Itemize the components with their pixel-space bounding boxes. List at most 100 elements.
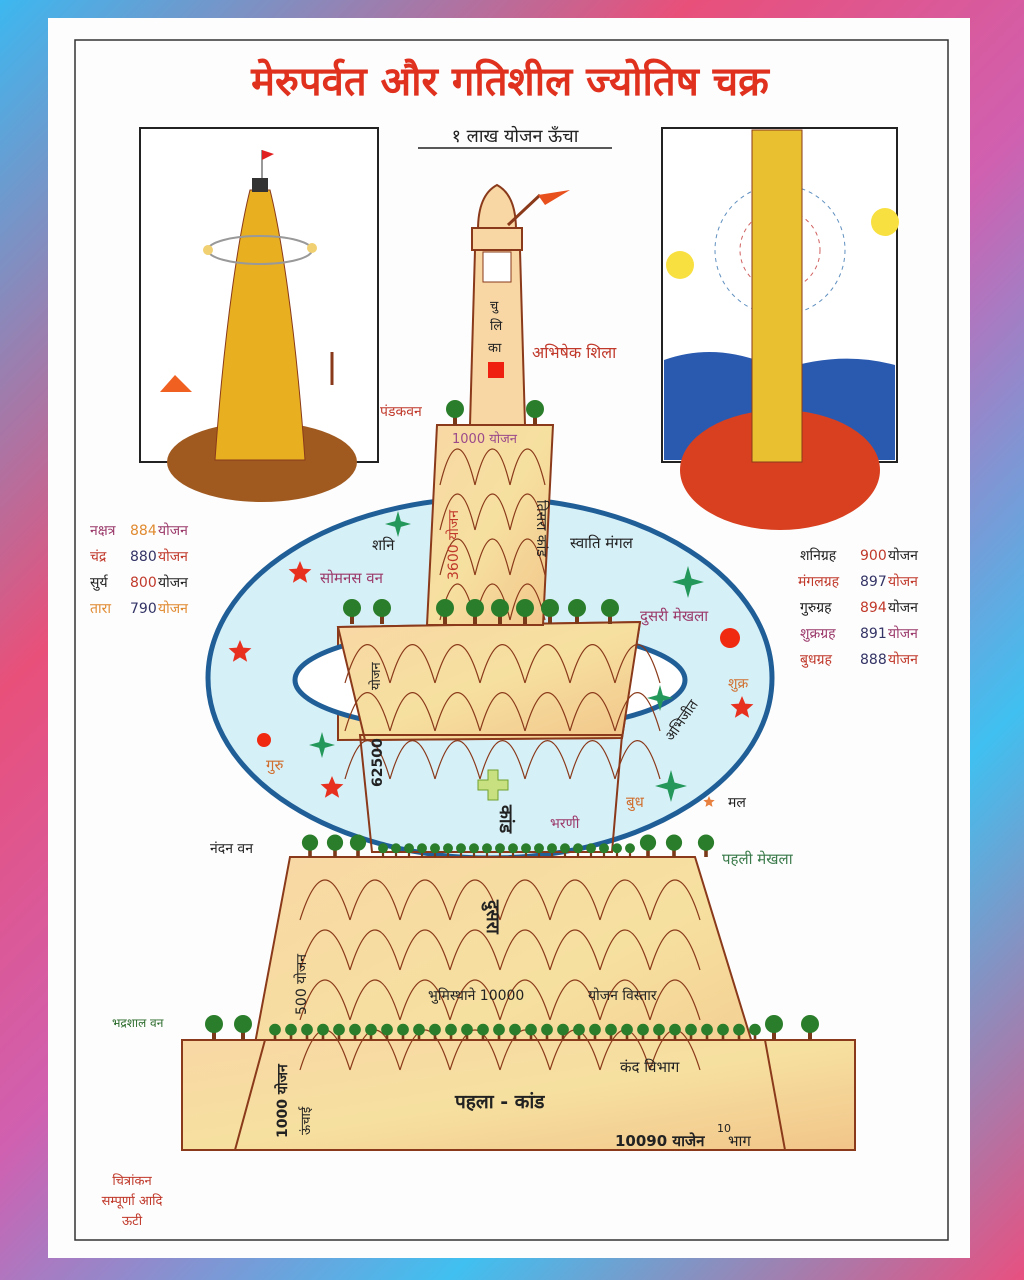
tree-trunk-icon (737, 1033, 741, 1040)
tree-icon (378, 843, 388, 854)
credit-line: सम्पूर्णा आदि (102, 1193, 164, 1209)
label-bharani: भरणी (550, 815, 580, 832)
tree-icon (653, 1023, 665, 1036)
tree-trunk-icon (433, 851, 437, 857)
tree-icon (701, 1023, 713, 1036)
left-list-name: सुर्य (90, 574, 109, 591)
middle-tier-lower-edge (358, 734, 624, 853)
tree-trunk-icon (473, 614, 477, 624)
label-nandan-van: नंदन वन (210, 841, 253, 857)
tree-icon (373, 599, 391, 617)
tree-icon (665, 834, 683, 851)
left-list-value: 800 (130, 575, 157, 591)
label-yojan-mid: योजन (368, 661, 384, 690)
credit-line: ऊटी (122, 1213, 143, 1229)
tree-trunk-icon (641, 1033, 645, 1040)
mountain-peak (344, 692, 391, 732)
tree-icon (560, 843, 570, 854)
tree-icon (508, 843, 518, 854)
left-list-value: 880 (130, 549, 157, 565)
tree-trunk-icon (563, 851, 567, 857)
tree-icon (639, 834, 657, 851)
tree-trunk-icon (704, 848, 708, 857)
tree-icon (586, 843, 596, 854)
label-chulika-3: का (488, 341, 502, 356)
tree-icon (749, 1023, 761, 1036)
star-icon (320, 776, 344, 798)
right-list-unit: योजन (888, 573, 918, 590)
tree-icon (381, 1023, 393, 1036)
tree-icon (625, 843, 635, 854)
tree-trunk-icon (305, 1033, 309, 1040)
tree-icon (573, 1023, 585, 1036)
label-superscript-10: 10 (717, 1122, 731, 1135)
tree-trunk-icon (646, 848, 650, 857)
label-abhishek-shila: अभिषेक शिला (532, 343, 617, 362)
label-yojan-vistar: योजन विस्तार (588, 987, 657, 1004)
sun-icon (257, 733, 271, 747)
tree-icon (525, 1023, 537, 1036)
label-kand-vibhag: कंद विभाग (620, 1058, 680, 1076)
tree-trunk-icon (608, 614, 612, 624)
mountain-peak (499, 929, 551, 971)
right-list-name: शनिग्रह (800, 547, 837, 564)
label-bhadrashal-van: भद्रशाल वन (112, 1016, 164, 1030)
mountain-peak (614, 644, 661, 684)
label-dusra: दुसरा (481, 899, 503, 935)
tree-icon (205, 1015, 223, 1033)
label-swati-mangal: स्वाति मंगल (570, 534, 634, 552)
tree-trunk-icon (337, 1033, 341, 1040)
tree-icon (333, 1023, 345, 1036)
abhishek-shila-icon (488, 362, 504, 378)
tree-icon (605, 1023, 617, 1036)
tree-icon (397, 1023, 409, 1036)
tree-trunk-icon (672, 848, 676, 857)
tree-icon (509, 1023, 521, 1036)
tree-trunk-icon (548, 614, 552, 624)
left-list-value: 790 (130, 601, 157, 617)
tree-trunk-icon (577, 1033, 581, 1040)
mountain-peak (649, 979, 701, 1021)
right-list-unit: योजन (888, 547, 918, 564)
label-tisra-kand: तिसरा कांड (533, 500, 550, 557)
tree-icon (365, 1023, 377, 1036)
label-mal: मल (728, 795, 746, 811)
tree-trunk-icon (394, 851, 398, 857)
right-list-value: 894 (860, 600, 887, 616)
tree-trunk-icon (511, 851, 515, 857)
tree-icon (516, 599, 534, 617)
mountain-peak (599, 979, 651, 1021)
tree-trunk-icon (443, 614, 447, 624)
tree-icon (349, 834, 367, 851)
tree-trunk-icon (321, 1033, 325, 1040)
tree-icon (801, 1015, 819, 1033)
tree-icon (269, 1023, 281, 1036)
tree-trunk-icon (289, 1033, 293, 1040)
star-icon (228, 640, 252, 662)
mountain-peak (439, 538, 476, 576)
tree-trunk-icon (353, 1033, 357, 1040)
mountain-peak (434, 740, 481, 780)
label-chulika-1: चु (490, 299, 499, 314)
mountain-peak (599, 879, 651, 921)
mountain-peak (499, 1029, 551, 1071)
mountain-peak (449, 929, 501, 971)
tree-trunk-icon (705, 1033, 709, 1040)
tree-trunk-icon (308, 848, 312, 857)
tree-trunk-icon (576, 851, 580, 857)
credit-line: चित्रांकन (112, 1173, 152, 1189)
left-list-unit: योजन (158, 574, 188, 591)
tree-icon (482, 843, 492, 854)
label-shukra: शुक्र (728, 676, 749, 692)
tree-trunk-icon (481, 1033, 485, 1040)
tree-icon (430, 843, 440, 854)
label-3600-yojan: 3600 योजन (445, 510, 462, 580)
mountain-peak (474, 538, 511, 576)
label-pandukavan: पंडकवन (380, 404, 422, 420)
tree-trunk-icon (625, 1033, 629, 1040)
tree-trunk-icon (498, 614, 502, 624)
mountain-peak (399, 1029, 451, 1071)
label-pehla-kand: पहला - कांड (454, 1091, 545, 1113)
tree-trunk-icon (545, 1033, 549, 1040)
